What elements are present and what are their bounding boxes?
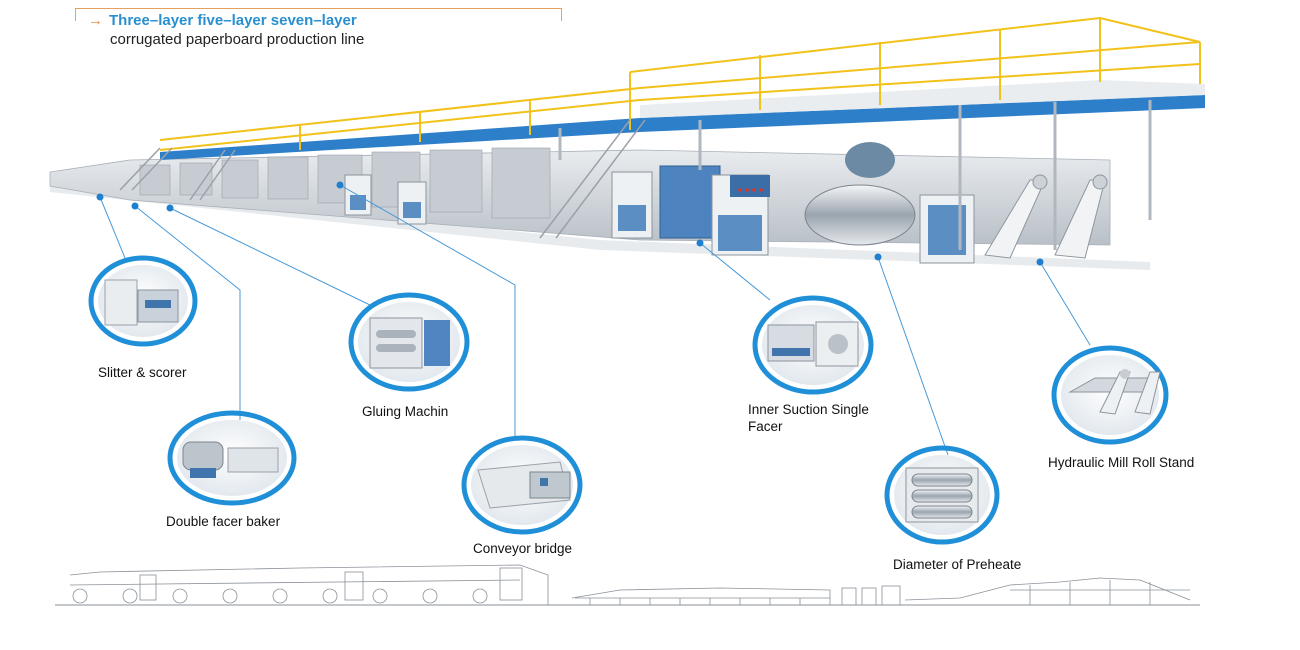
platform-railing xyxy=(159,16,1201,151)
double-facer-baker-thumbnail xyxy=(167,410,297,506)
production-line-illustration xyxy=(49,16,1205,270)
conveyor-bridge-thumbnail xyxy=(461,435,583,535)
header-bracket xyxy=(75,8,562,21)
mill-roll-stand-thumbnail xyxy=(1051,345,1169,445)
header-title-text: Three–layer five–layer seven–layer xyxy=(109,12,357,29)
arrow-right-icon: → xyxy=(88,12,103,29)
leader-lines xyxy=(99,184,1091,456)
single-facer-thumbnail xyxy=(752,295,874,395)
label-conveyor-bridge: Conveyor bridge xyxy=(473,541,573,556)
mill-roll-stand-illustration xyxy=(984,174,1108,259)
label-double-facer-baker: Double facer baker xyxy=(166,514,281,529)
label-gluing-machine: Gluing Machin xyxy=(362,404,449,419)
header-title: → Three–layer five–layer seven–layer xyxy=(88,12,357,29)
label-single-facer: Inner Suction Single Facer xyxy=(748,402,869,434)
preheater-thumbnail xyxy=(884,445,1000,545)
label-mill-roll-stand: Hydraulic Mill Roll Stand xyxy=(1048,455,1195,470)
control-cabinets xyxy=(344,165,975,264)
header-subtitle: corrugated paperboard production line xyxy=(110,31,365,48)
label-slitter-scorer: Slitter & scorer xyxy=(98,365,187,380)
stairs xyxy=(119,119,646,239)
slitter-scorer-thumbnail xyxy=(88,255,198,347)
leader-dots xyxy=(96,181,1044,266)
gluing-machine-thumbnail xyxy=(348,292,470,392)
label-preheater: Diameter of Preheate xyxy=(893,557,1022,572)
side-elevation-drawing xyxy=(55,564,1200,606)
